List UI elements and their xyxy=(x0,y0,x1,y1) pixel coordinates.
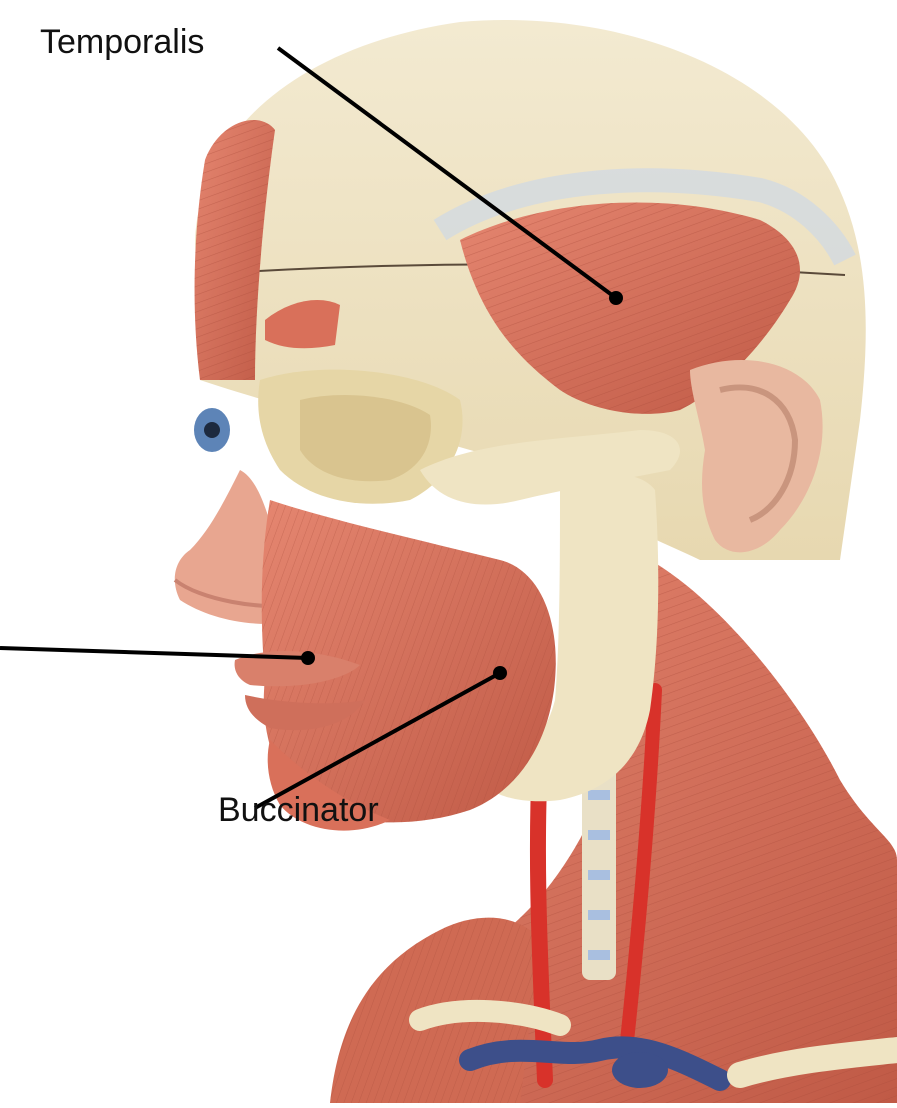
cervical-spine xyxy=(582,760,616,980)
temporalis-label: Temporalis xyxy=(40,25,204,59)
buccinator-label: Buccinator xyxy=(218,793,379,827)
orbicularis-pointer-dot xyxy=(301,651,315,665)
temporalis-pointer-dot xyxy=(609,291,623,305)
buccinator-pointer-dot xyxy=(493,666,507,680)
eye xyxy=(194,408,230,452)
